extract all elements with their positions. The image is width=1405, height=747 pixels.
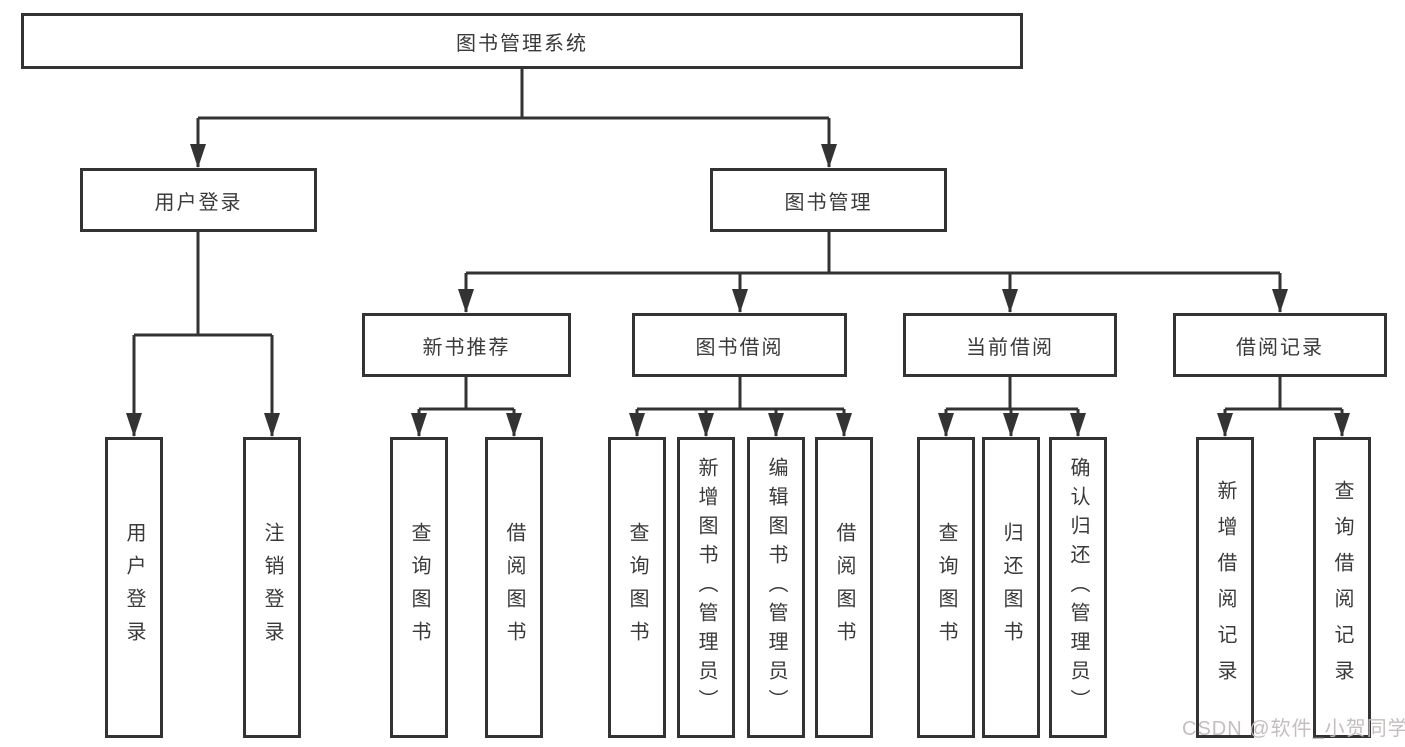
leaf-query-books-1: 查询图书 — [390, 437, 448, 738]
leaf-logout: 注销登录 — [243, 437, 301, 738]
node-book-borrow: 图书借阅 — [632, 313, 847, 377]
leaf-user-login: 用户登录 — [105, 437, 163, 738]
leaf-borrow-books-2-label: 借阅图书 — [833, 521, 855, 654]
leaf-borrow-books-1: 借阅图书 — [485, 437, 543, 738]
leaf-return-books: 归还图书 — [982, 437, 1040, 738]
leaf-confirm-return-admin-label: 确认归还（管理员） — [1067, 457, 1089, 718]
node-borrow-records: 借阅记录 — [1173, 313, 1387, 377]
leaf-confirm-return-admin: 确认归还（管理员） — [1049, 437, 1107, 738]
node-book-management-label: 图书管理 — [784, 191, 873, 214]
csdn-watermark: CSDN @软件_小贺同学 — [1182, 718, 1405, 740]
leaf-add-borrow-record: 新增借阅记录 — [1196, 437, 1254, 738]
leaf-return-books-label: 归还图书 — [1000, 521, 1022, 654]
leaf-edit-book-admin-label: 编辑图书（管理员） — [765, 457, 787, 718]
leaf-edit-book-admin: 编辑图书（管理员） — [747, 437, 805, 738]
leaf-borrow-books-2: 借阅图书 — [815, 437, 873, 738]
leaf-user-login-label: 用户登录 — [123, 521, 145, 654]
node-book-borrow-label: 图书借阅 — [695, 336, 784, 359]
leaf-query-books-2-label: 查询图书 — [626, 521, 648, 654]
node-current-borrow: 当前借阅 — [903, 313, 1117, 377]
node-book-management: 图书管理 — [710, 168, 947, 232]
leaf-query-books-3: 查询图书 — [917, 437, 975, 738]
node-current-borrow-label: 当前借阅 — [966, 336, 1054, 359]
leaf-query-borrow-record-label: 查询借阅记录 — [1331, 479, 1353, 696]
node-borrow-records-label: 借阅记录 — [1236, 336, 1324, 359]
node-root-label: 图书管理系统 — [456, 32, 588, 55]
leaf-add-borrow-record-label: 新增借阅记录 — [1214, 479, 1236, 696]
leaf-logout-label: 注销登录 — [261, 521, 283, 654]
leaf-query-borrow-record: 查询借阅记录 — [1313, 437, 1371, 738]
node-user-login-label: 用户登录 — [154, 191, 243, 214]
leaf-add-book-admin: 新增图书（管理员） — [677, 437, 735, 738]
node-user-login: 用户登录 — [80, 168, 317, 232]
leaf-query-books-2: 查询图书 — [608, 437, 666, 738]
node-root-system: 图书管理系统 — [21, 13, 1023, 69]
leaf-borrow-books-1-label: 借阅图书 — [503, 521, 525, 654]
leaf-query-books-1-label: 查询图书 — [408, 521, 430, 654]
node-new-book-recommend-label: 新书推荐 — [422, 336, 511, 359]
leaf-query-books-3-label: 查询图书 — [935, 521, 957, 654]
leaf-add-book-admin-label: 新增图书（管理员） — [695, 457, 717, 718]
node-new-book-recommend: 新书推荐 — [362, 313, 571, 377]
